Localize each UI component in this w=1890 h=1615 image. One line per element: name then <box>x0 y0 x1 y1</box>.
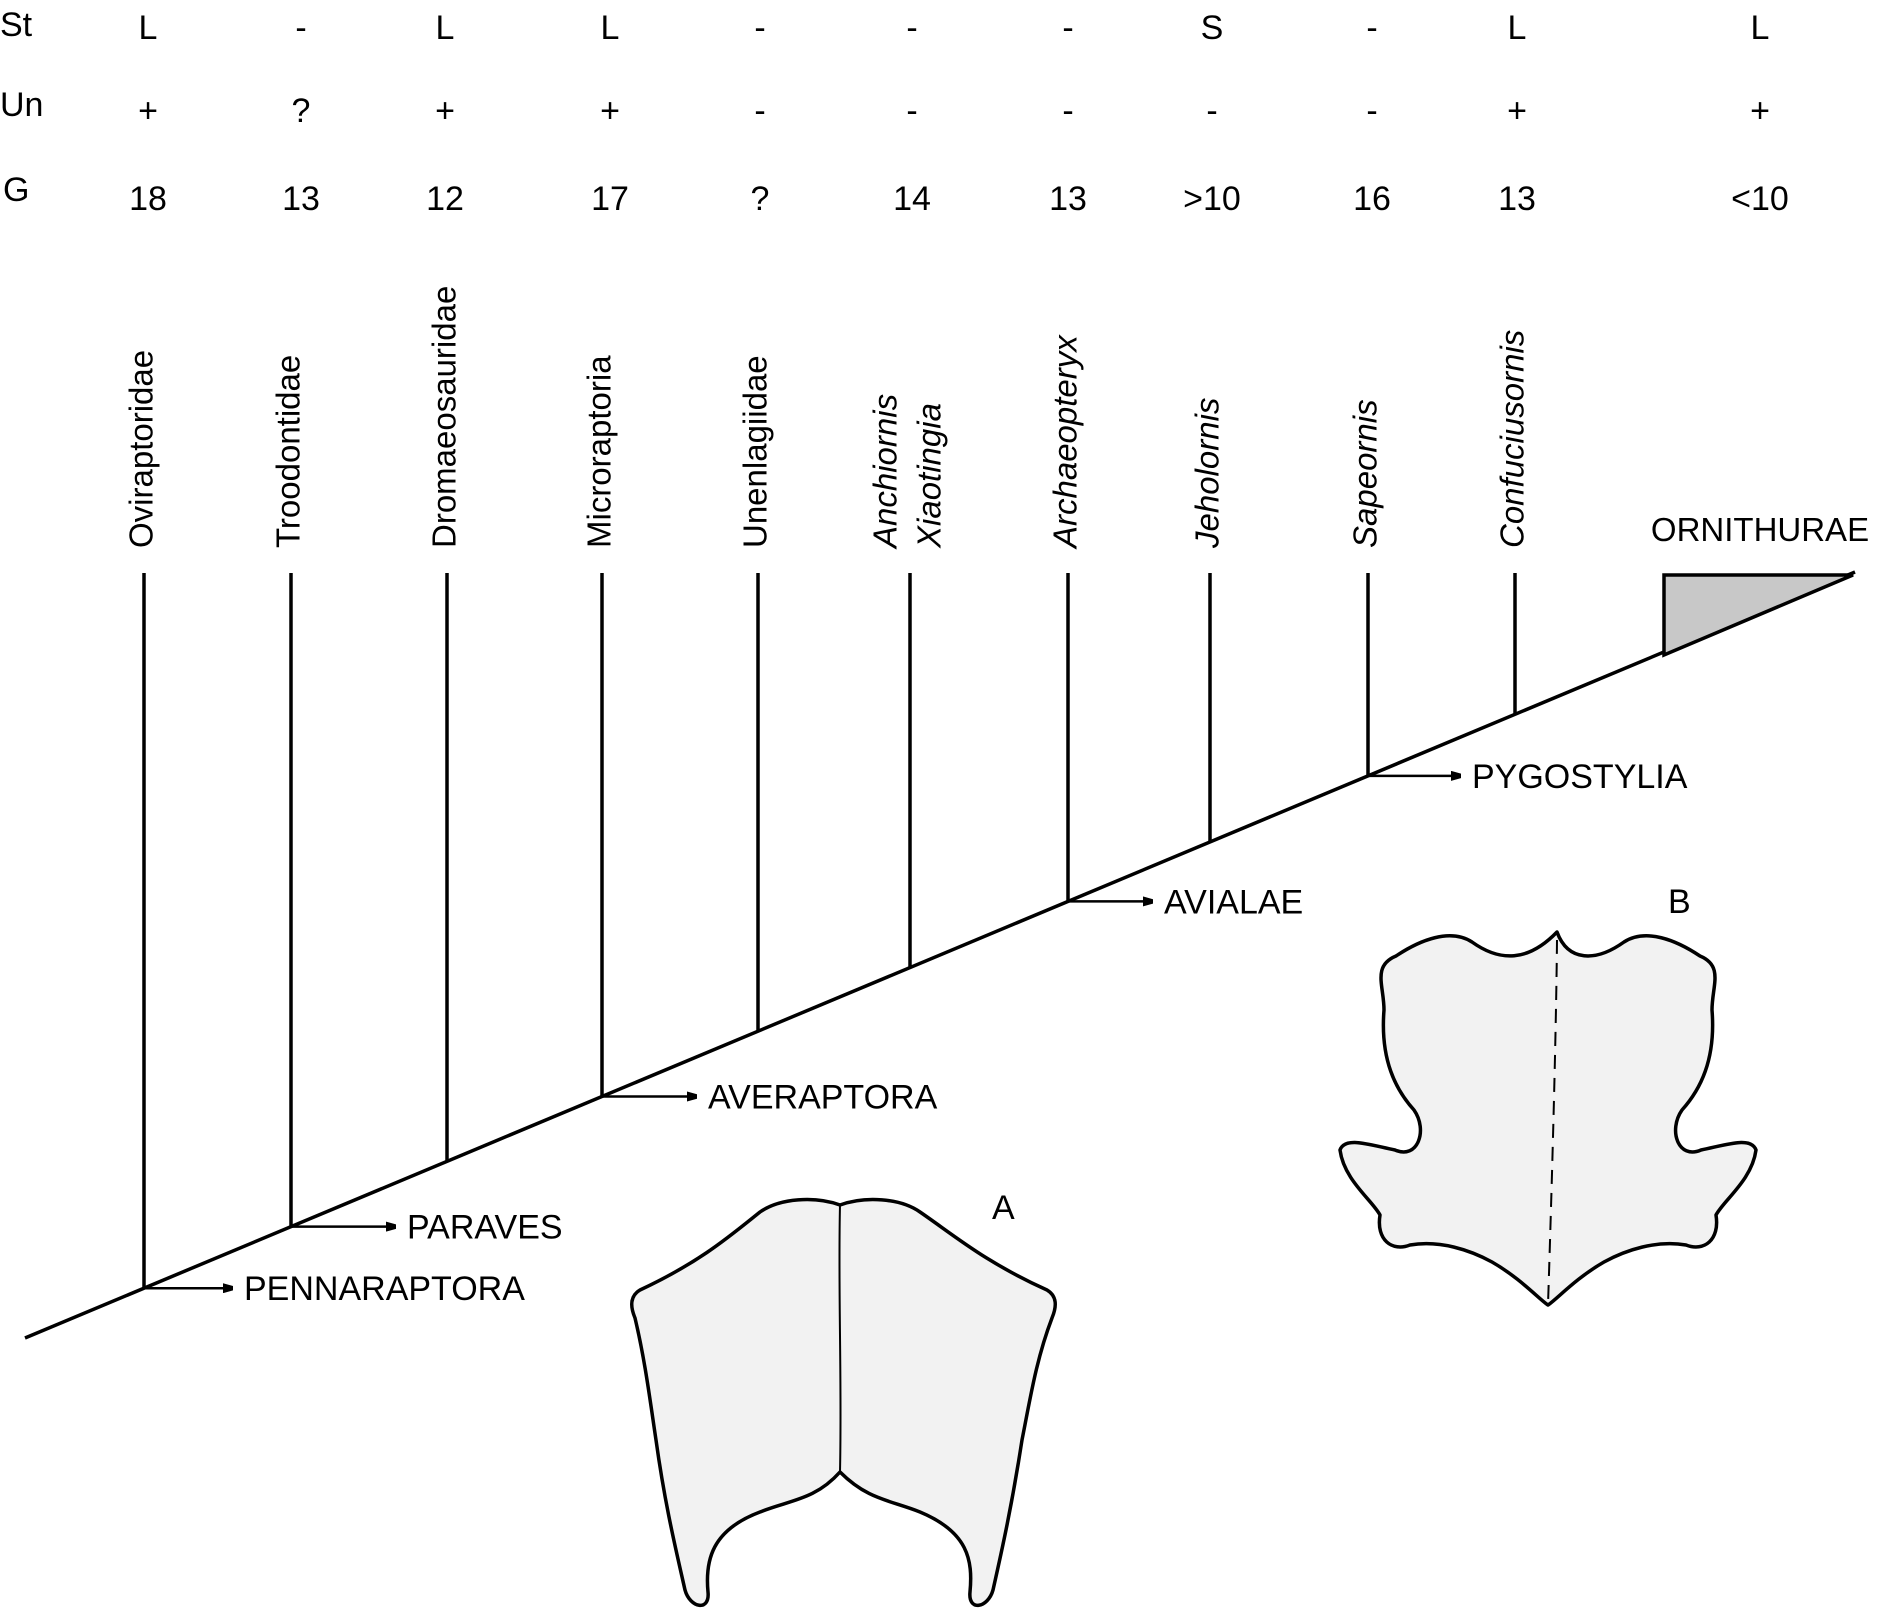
taxon-label-jeholornis: Jeholornis <box>1189 398 1226 549</box>
clade-label-avialae: AVIALAE <box>1164 883 1303 921</box>
taxon-label-microraptoria: Microraptoria <box>581 355 618 548</box>
cell-st-10: L <box>1751 9 1770 47</box>
cell-un-2: + <box>435 92 455 130</box>
taxon-label-archaeopteryx: Archaeopteryx <box>1047 334 1084 550</box>
cell-un-6: - <box>1062 92 1073 130</box>
cell-st-2: L <box>436 9 455 47</box>
taxon-label-dromaeosauridae: Dromaeosauridae <box>426 286 463 548</box>
cell-un-0: + <box>138 92 158 130</box>
cell-g-1: 13 <box>282 180 320 218</box>
cell-g-9: 13 <box>1498 180 1536 218</box>
cell-g-4: ? <box>751 180 770 218</box>
cell-un-9: + <box>1507 92 1527 130</box>
cell-st-0: L <box>139 9 158 47</box>
taxon-label-sapeornis: Sapeornis <box>1347 399 1384 548</box>
cell-st-6: - <box>1062 9 1073 47</box>
clade-label-paraves: PARAVES <box>407 1209 563 1247</box>
cladogram-branches <box>142 573 1517 1289</box>
cell-un-1: ? <box>292 92 311 130</box>
taxon-label-confuciusornis: Confuciusornis <box>1494 330 1531 548</box>
cell-g-6: 13 <box>1049 180 1087 218</box>
cell-g-0: 18 <box>129 180 167 218</box>
clade-label-pygostylia: PYGOSTYLIA <box>1472 758 1688 796</box>
cell-g-2: 12 <box>426 180 464 218</box>
sternum-a-illustration: A <box>629 1189 1058 1607</box>
cell-un-7: - <box>1206 92 1217 130</box>
row-label-st: St <box>0 6 33 44</box>
cell-g-8: 16 <box>1353 180 1391 218</box>
sternum-b-illustration: B <box>1338 883 1758 1307</box>
clade-labels: PENNARAPTORA PARAVES AVERAPTORA AVIALAE PYGO… <box>144 758 1688 1308</box>
taxon-label-anchiornis: Anchiornis <box>867 394 904 550</box>
figure-letter-a: A <box>992 1189 1015 1227</box>
taxon-labels: Oviraptoridae Troodontidae Dromaeosauridae… <box>123 286 1869 550</box>
cell-un-5: - <box>906 92 917 130</box>
cell-st-7: S <box>1201 9 1224 47</box>
cell-g-3: 17 <box>591 180 629 218</box>
cell-st-8: - <box>1366 9 1377 47</box>
taxon-label-troodontidae: Troodontidae <box>270 355 307 548</box>
cell-st-1: - <box>295 9 306 47</box>
cell-un-3: + <box>600 92 620 130</box>
cell-st-9: L <box>1508 9 1527 47</box>
clade-label-averaptora: AVERAPTORA <box>708 1078 938 1116</box>
row-label-g: G <box>3 171 29 209</box>
cell-un-8: - <box>1366 92 1377 130</box>
clade-label-pennaraptora: PENNARAPTORA <box>244 1270 525 1308</box>
cell-un-10: + <box>1750 92 1770 130</box>
cell-g-5: 14 <box>893 180 931 218</box>
cell-g-10: <10 <box>1731 180 1789 218</box>
ornithurae-wedge <box>1662 573 1854 658</box>
cell-st-3: L <box>601 9 620 47</box>
taxon-label-unenlagiidae: Unenlagiidae <box>737 355 774 548</box>
row-label-un: Un <box>0 86 43 124</box>
figure-letter-b: B <box>1668 883 1691 921</box>
cell-un-4: - <box>754 92 765 130</box>
taxon-label-xiaotingia: Xiaotingia <box>911 403 948 549</box>
taxon-label-oviraptoridae: Oviraptoridae <box>123 350 160 548</box>
cladogram-stem <box>24 570 1856 1340</box>
cell-st-5: - <box>906 9 917 47</box>
character-table: L - L L - - - S - L L +? + + - - - - - + +18 13 12 17? 14 13 >10 16… <box>129 9 1789 218</box>
taxon-label-ornithurae: ORNITHURAE <box>1651 511 1869 548</box>
cell-g-7: >10 <box>1183 180 1241 218</box>
cell-st-4: - <box>754 9 765 47</box>
